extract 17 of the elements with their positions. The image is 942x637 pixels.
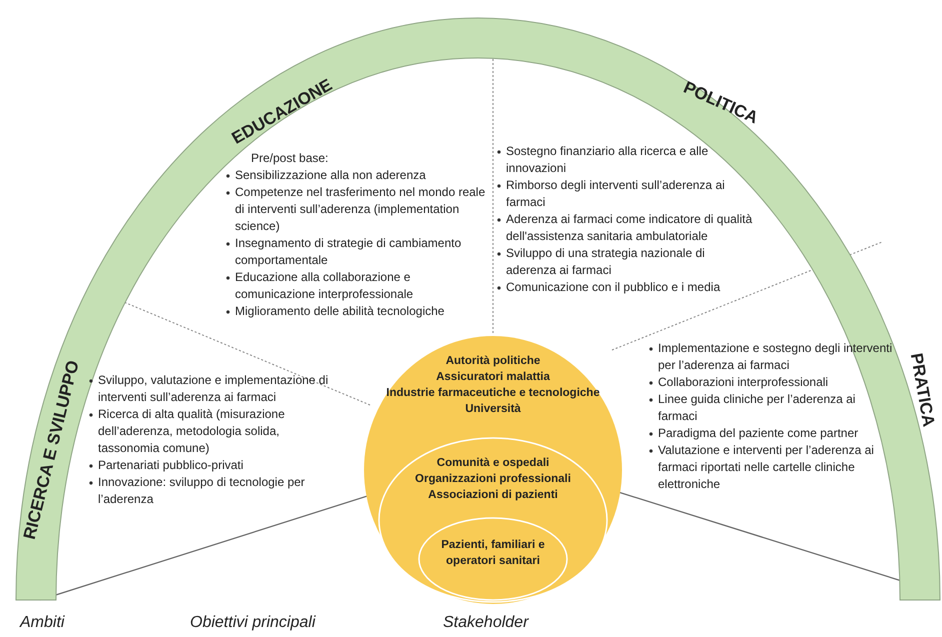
arc-band — [15, 18, 941, 602]
axis-caption: Stakeholder — [443, 614, 528, 632]
stakeholder-text: Università — [464, 402, 522, 417]
stakeholder-ellipse — [418, 517, 568, 601]
stakeholder-text: Comunità e ospedali — [436, 456, 550, 471]
stakeholder-text: Associazioni di pazienti — [427, 488, 559, 503]
list-heading: Pre/post base: — [251, 150, 330, 167]
stakeholder-text: Assicuratori malattia — [435, 370, 551, 385]
axis-caption: Obiettivi principali — [190, 614, 316, 632]
stakeholder-ellipse — [363, 335, 623, 605]
stakeholder-text: Organizzazioni professionali — [414, 472, 572, 487]
stakeholder-text: Industrie farmaceutiche e tecnologiche — [385, 386, 601, 401]
axis-caption: Ambiti — [20, 614, 64, 632]
stakeholder-ellipse — [378, 437, 608, 603]
domain-title: PRATICA — [906, 352, 938, 428]
stakeholder-text: Autorità politiche — [444, 354, 542, 369]
stakeholder-text: Pazienti, familiari e operatori sanitari — [440, 538, 546, 569]
